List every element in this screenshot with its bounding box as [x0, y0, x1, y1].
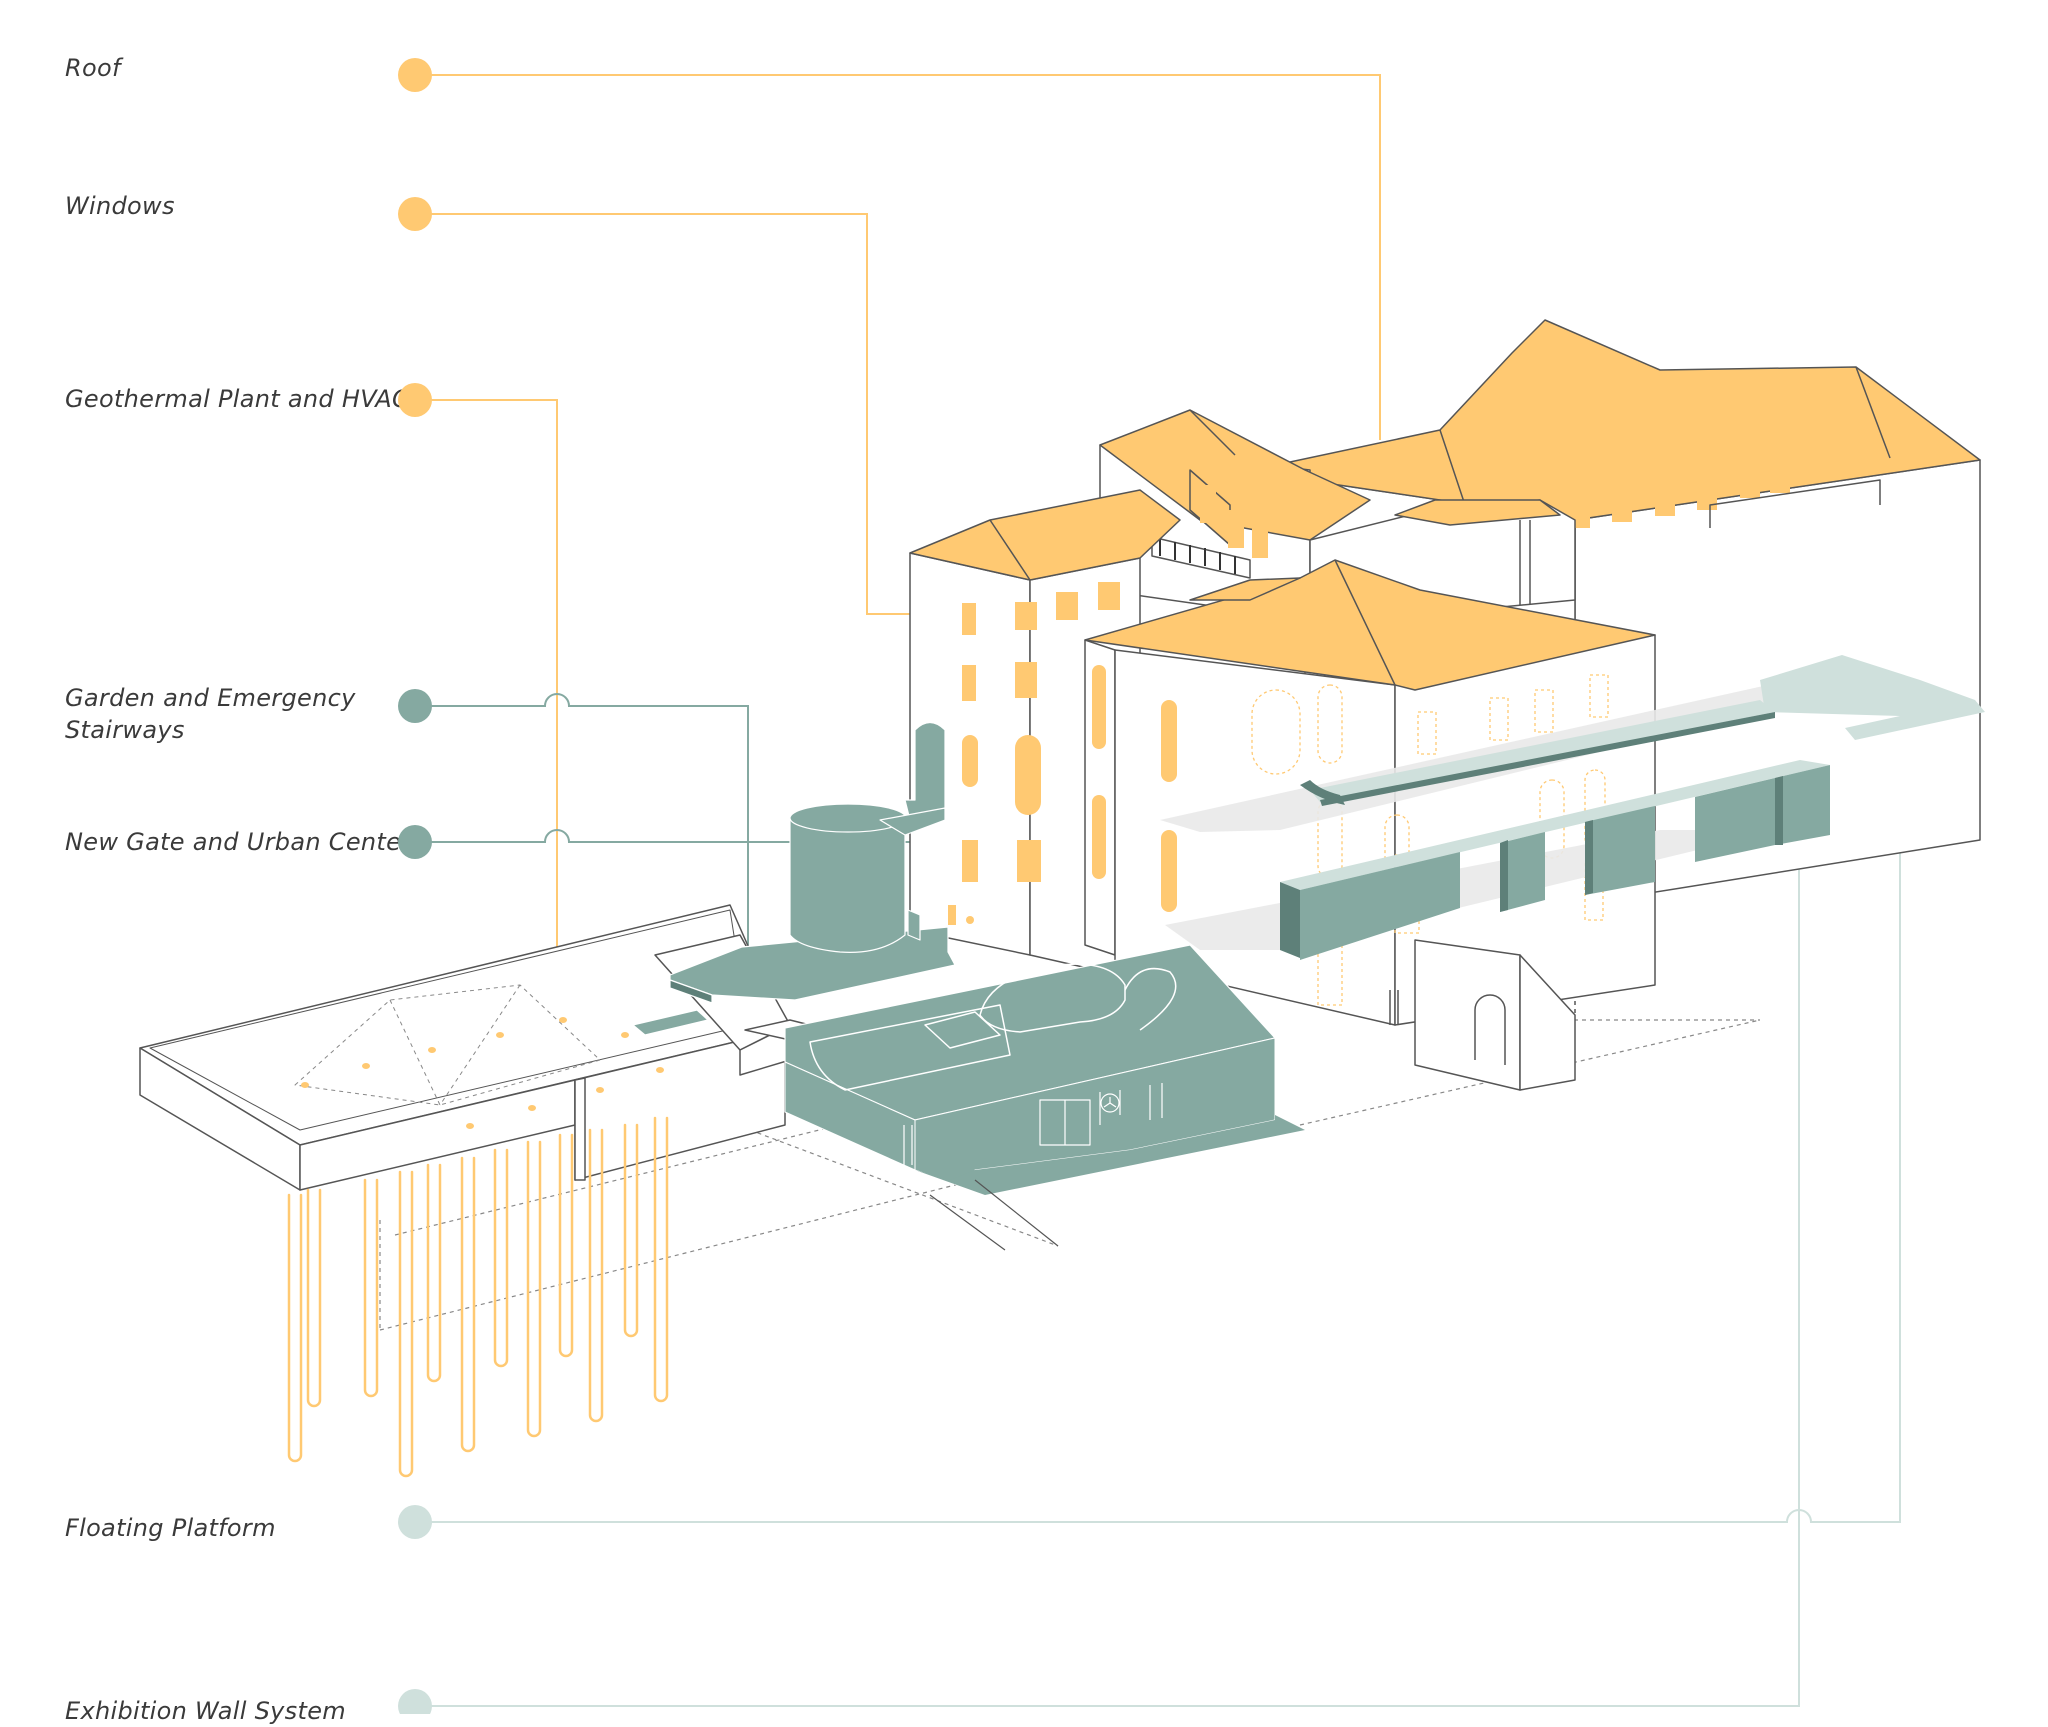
new-gate-urban-center — [784, 944, 1305, 1196]
legend-dot-garden — [398, 689, 432, 723]
leader-roof — [415, 74, 1381, 440]
legend-dots — [398, 58, 432, 1714]
leader-gate — [415, 829, 1069, 955]
left-tall-building — [909, 489, 1181, 981]
legend-label-windows: Windows — [65, 192, 175, 220]
leader-platform — [415, 730, 1901, 1523]
geothermal-probes — [287, 1116, 669, 1478]
legend-dot-windows — [398, 197, 432, 231]
legend-label-roof: Roof — [65, 54, 121, 82]
garden-stairways — [632, 721, 956, 1036]
leader-windows — [415, 213, 975, 615]
hvac-dots — [301, 1017, 664, 1129]
exhibition-wall-lower — [1280, 760, 1830, 960]
exhibition-wall-upper — [1300, 655, 1985, 806]
legend-dot-gate — [398, 825, 432, 859]
back-windows — [1570, 455, 1790, 528]
legend-label-platform: Floating Platform — [65, 1514, 276, 1542]
site-lines — [929, 1179, 1059, 1251]
legend-label-garden-line2: Stairways — [65, 716, 185, 744]
front-windows — [1092, 665, 1177, 912]
leader-lines — [415, 74, 1901, 1707]
legend-label-gate: New Gate and Urban Center — [65, 828, 412, 856]
legend-label-garden-line1: Garden and Emergency — [65, 684, 356, 712]
legend-dot-exhibition — [398, 1689, 432, 1714]
leader-geothermal — [415, 399, 558, 1018]
legend-label-geothermal: Geothermal Plant and HVAC — [65, 385, 410, 413]
legend-dot-geothermal — [398, 383, 432, 417]
left-tall-windows — [948, 582, 1120, 925]
legend-dot-platform — [398, 1505, 432, 1539]
leader-garden — [415, 693, 749, 956]
legend-dot-roof — [398, 58, 432, 92]
leader-exhibition — [415, 708, 1800, 1707]
legend-label-garden: Garden and Emergency Stairways — [65, 682, 356, 746]
